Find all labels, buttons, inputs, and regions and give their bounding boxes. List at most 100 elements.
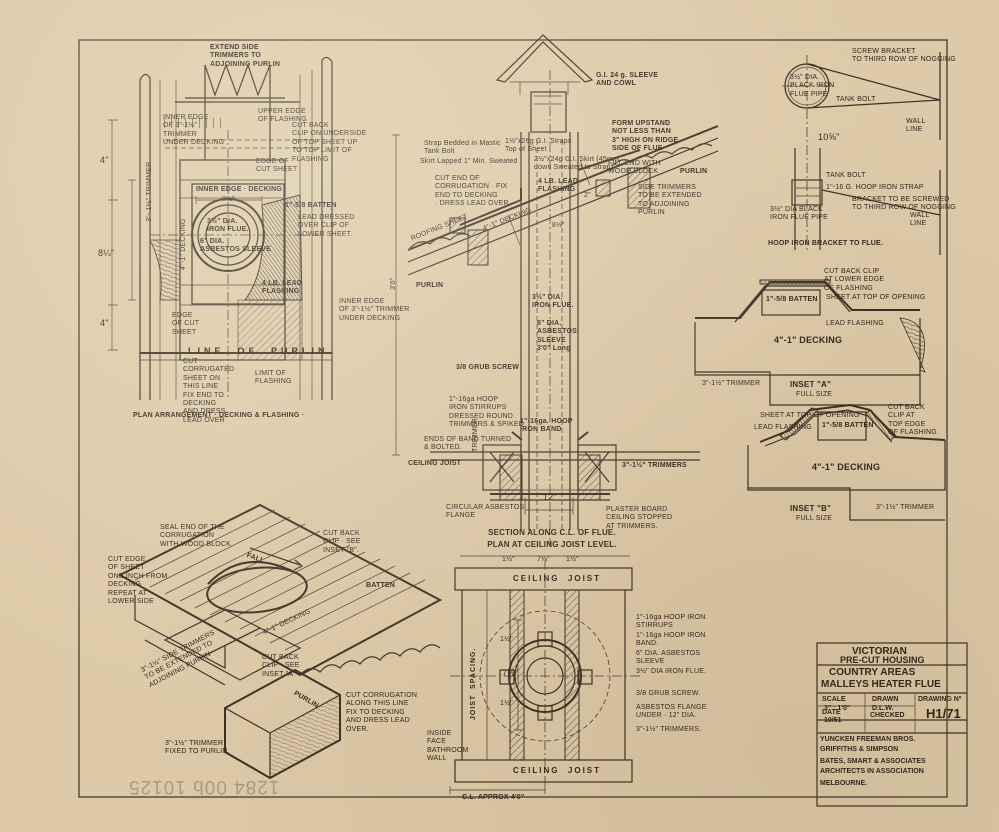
label-tank-bolt-elev: TANK BOLT — [826, 172, 866, 179]
inset-b-scale: FULL SIZE — [796, 515, 833, 522]
hoop-bracket-view — [782, 52, 941, 255]
label-extend-side-trimmers: EXTEND SIDE TRIMMERS TO ADJOINING PURLIN — [210, 44, 281, 68]
dim-jp-1-1-2-low: 1½" — [500, 700, 513, 707]
label-purlin-left: PURLIN — [416, 282, 444, 289]
isometric-view — [117, 503, 443, 780]
dim-jp-1-1-2-mid: 1½" — [500, 636, 513, 643]
title-city: MELBOURNE. — [820, 780, 868, 787]
title-scale-value: 3" : 1'0" — [824, 705, 851, 712]
label-skirt-lapped: Skirt Lapped 1" Min. Sweated — [420, 158, 518, 165]
label-inset-b-batten: 1"-5/8 BATTEN — [822, 422, 874, 429]
label-section-lead-flashing: 4 LB. LEAD FLASHING — [538, 178, 579, 194]
label-black-iron-elev: 3½" DIA BLACK IRON FLUE PIPE — [770, 206, 829, 222]
label-strap-bedded: Strap Bedded in Mastic Tank Bolt — [424, 140, 501, 156]
label-ceiling-joist-bottom: CEILING JOIST — [513, 766, 602, 775]
title-drawn-label: DRAWN — [872, 696, 899, 703]
pencil-catalogue-note: 1284 00b 10125 — [128, 776, 280, 797]
label-iso-cut-corrugation: CUT CORRUGATION ALONG THIS LINE FIX TO D… — [346, 692, 418, 733]
dim-2: 2" — [584, 192, 591, 199]
label-grub-screw: 3/8 GRUB SCREW — [456, 364, 520, 371]
label-section-iron-flue: 3½" DIA. IRON FLUE. — [532, 294, 574, 310]
dim-12: 12" — [543, 492, 557, 502]
label-gi-straps: 1½"x26g G.I. Straps Top of Sheet — [505, 138, 572, 154]
label-inset-a-batten: 1"-5/8 BATTEN — [766, 296, 818, 303]
title-client: VICTORIAN — [852, 646, 907, 657]
dim-jp-1-1-2-left: 1½" — [502, 556, 515, 563]
dim-plan-7-5-8: 7⅝" — [222, 196, 235, 203]
section-title: SECTION ALONG C.L. OF FLUE. — [488, 528, 616, 537]
plan-title: PLAN ARRANGEMENT · DECKING & FLASHING · — [133, 412, 305, 419]
inset-a-title: INSET "A" — [790, 380, 831, 389]
label-fill-end-wood: FILL END WITH WOOD BLOCK — [608, 160, 661, 176]
label-line-of-purlin: LINE OF PURLIN — [188, 346, 329, 356]
label-iso-cut-back-a: CUT BACK CLIP · SEE INSET "A" — [262, 654, 300, 678]
label-inner-edge-trimmer: INNER EDGE OF 3"-1½" TRIMMER UNDER DECKI… — [163, 114, 225, 147]
label-inset-b-lead: LEAD FLASHING — [754, 424, 812, 431]
label-jp-flange: ASBESTOS FLANGE UNDER · 12" DIA. — [636, 704, 707, 720]
label-jp-grub-screw: 3/8 GRUB SCREW. — [636, 690, 701, 697]
title-date-label: DATE — [822, 709, 841, 716]
title-drawing-no-label: DRAWING Nº — [918, 696, 962, 703]
label-black-iron-flue: 3½" DIA. BLACK IRON FLUE PIPE — [790, 74, 835, 98]
label-jp-iron-flue: 3½" DIA IRON FLUE. — [636, 668, 707, 675]
label-hoop-iron-strap: 1"-16 G. HOOP IRON STRAP — [826, 184, 924, 191]
title-drawing-no: H1/71 — [926, 706, 961, 721]
label-edge-of-cut-sheet: EDGE OF CUT SHEET — [172, 312, 200, 336]
label-seal-end: SEAL END OF THE CORRUGATION WITH WOOD BL… — [160, 524, 232, 548]
label-purlin-right: PURLIN — [680, 168, 708, 175]
hoop-bracket-title: HOOP IRON BRACKET TO FLUE. — [768, 240, 884, 247]
label-inset-a-decking: 4"-1" DECKING — [774, 335, 843, 345]
label-cut-edge-of-sheet: CUT EDGE OF SHEET ONE INCH FROM DECKING … — [108, 556, 168, 605]
dim-jp-1-1-2-right: 1½" — [566, 556, 579, 563]
label-limit-flashing: LIMIT OF FLASHING — [255, 370, 292, 386]
label-plaster-board: PLASTER BOARD CEILING STOPPED AT TRIMMER… — [606, 506, 673, 530]
ceiling-joist-plan-view — [449, 555, 640, 794]
label-cut-back-clip: CUT BACK CLIP ON UNDERSIDE OF TOP SHEET … — [292, 122, 367, 163]
label-upper-edge-flashing: UPPER EDGE OF FLASHING — [258, 108, 307, 124]
label-trimmer-section: TRIMMER — [472, 417, 479, 452]
label-inside-face-wall: INSIDE FACE BATHROOM WALL — [427, 730, 469, 763]
label-inset-b-decking: 4"-1" DECKING — [812, 462, 881, 472]
label-lead-flashing: 4 LB. LEAD FLASHING — [262, 280, 303, 296]
label-inner-edge-decking: INNER EDGE · DECKING — [196, 186, 283, 193]
label-edge-cut-sheet: EDGE OF CUT SHEET — [256, 158, 298, 174]
label-gi-skirt: 2½"x24g G.I. Skirt (45mm down Sweated to… — [534, 156, 620, 172]
label-wall-line-plan: WALL LINE — [906, 118, 926, 134]
inset-a-view — [694, 279, 926, 406]
dim-8-1-2: 8½" — [552, 222, 565, 229]
plan-arrangement-view — [108, 56, 333, 400]
label-iso-batten: BATTEN — [366, 582, 396, 589]
label-inset-a-sheet-top: SHEET AT TOP OF OPENING — [826, 294, 926, 301]
label-jp-band: 1"-16ga HOOP IRON BAND. — [636, 632, 706, 648]
label-form-upstand: FORM UPSTAND NOT LESS THAN 3" HIGH ON RI… — [612, 120, 679, 153]
label-hoop-stirrups: 1"-16ga HOOP IRON STIRRUPS DRESSED ROUND… — [449, 396, 524, 429]
label-inset-b-trimmer: 3"-1½" TRIMMER — [876, 504, 935, 511]
title-architects-1: YUNCKEN FREEMAN BROS. — [820, 736, 916, 743]
inset-b-title: INSET "B" — [790, 504, 831, 513]
label-ends-of-band: ENDS OF BAND TURNED & BOLTED. — [424, 436, 512, 452]
label-inset-b-sheet-top: SHEET AT TOP OF OPENING — [760, 412, 860, 419]
ceiling-plan-title: PLAN AT CEILING JOIST LEVEL. — [487, 540, 617, 549]
title-subject: MALLEYS HEATER FLUE — [821, 679, 941, 690]
section-view — [392, 34, 719, 545]
label-section-asbestos-sleeve: 6" DIA. ASBESTOS SLEEVE 3'0" Long — [537, 320, 577, 353]
label-inset-a-trimmer: 3"-1½" TRIMMER — [702, 380, 761, 387]
title-architects-4: ARCHITECTS IN ASSOCIATION — [820, 768, 924, 775]
label-gi-sleeve-cowl: G.I. 24 g. SLEEVE AND COWL — [596, 72, 659, 88]
label-side-trimmers-extended: SIDE TRIMMERS TO BE EXTENDED TO ADJOININ… — [638, 184, 702, 217]
label-cut-corrugated: CUT CORRUGATED SHEET ON THIS LINE FIX EN… — [183, 358, 235, 424]
drawing-border — [78, 39, 948, 798]
title-drawn-value: D.L.W. — [872, 705, 894, 712]
label-jp-stirrups: 1"-16ga HOOP IRON STIRRUPS — [636, 614, 706, 630]
label-ceiling-joist-top: CEILING JOIST — [513, 574, 602, 583]
title-scheme: PRE-CUT HOUSING — [840, 655, 925, 665]
title-area: COUNTRY AREAS — [829, 667, 916, 678]
dim-plan-4-bottom: 4" — [100, 318, 109, 328]
dim-10-5-8: 10⅝" — [818, 132, 840, 142]
label-jp-sleeve: 6" DIA. ASBESTOS SLEEVE — [636, 650, 701, 666]
dim-cl-approx: C.L. APPROX 4'0" — [462, 794, 525, 801]
label-inner-edge-trimmer-2: INNER EDGE OF 3"-1½" TRIMMER UNDER DECKI… — [339, 298, 410, 322]
label-iron-flue: 3½" DIA. IRON FLUE. — [207, 218, 249, 234]
